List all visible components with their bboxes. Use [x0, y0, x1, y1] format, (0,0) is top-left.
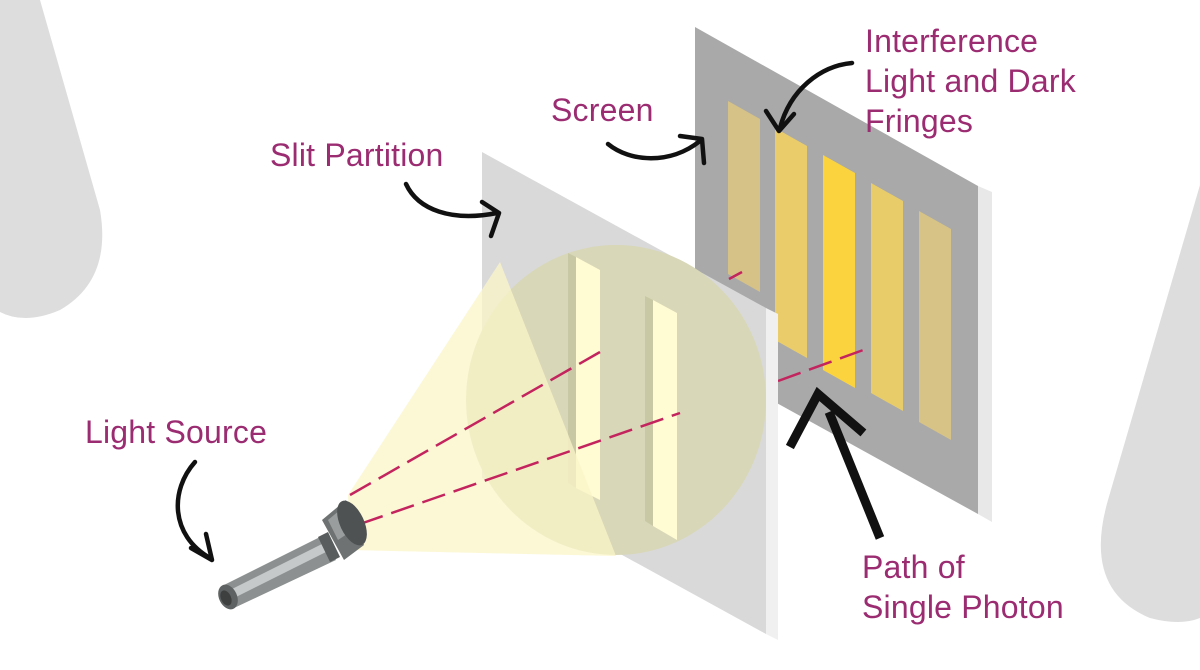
light-beam: [348, 262, 616, 556]
slit-2: [653, 300, 677, 540]
slit-partition: [466, 152, 778, 640]
slit-1-depth: [568, 253, 576, 488]
slit-1: [576, 257, 600, 500]
interference-line-2: Light and Dark: [865, 63, 1076, 99]
interference-line-1: Interference: [865, 23, 1039, 59]
fringe-5: [919, 211, 951, 440]
slit-partition-edge: [766, 308, 778, 640]
fringe-1: [728, 101, 760, 292]
screen-label: Screen: [551, 90, 654, 130]
arrows: [175, 60, 855, 563]
fringe-3: [823, 155, 855, 388]
interference-line-3: Fringes: [865, 103, 974, 139]
photon-path-line-2: Single Photon: [862, 589, 1064, 625]
photon-path-slits: [349, 350, 681, 526]
slit-partition-arrow: [403, 181, 502, 239]
screen-edge: [978, 186, 992, 522]
slit-2-depth: [645, 296, 653, 526]
photon-path-line-1: Path of: [862, 549, 965, 585]
slit-partition-text: Slit Partition: [270, 137, 444, 173]
fringe-2: [775, 128, 807, 358]
photon-path-arrow: [785, 386, 885, 540]
light-source-arrow: [175, 459, 215, 563]
screen-text: Screen: [551, 92, 654, 128]
light-source-label: Light Source: [85, 412, 267, 452]
slit-partition-label: Slit Partition: [270, 135, 444, 175]
background-shape-right: [1100, 185, 1200, 622]
screen-arrow: [605, 133, 707, 166]
photon-path-label: Path of Single Photon: [862, 547, 1064, 627]
background-shape-left: [0, 0, 103, 319]
photon-path-screen: [728, 270, 867, 383]
interference-arrow: [763, 60, 855, 134]
interference-label: Interference Light and Dark Fringes: [865, 21, 1076, 141]
fringe-4: [871, 183, 903, 411]
light-source-text: Light Source: [85, 414, 268, 450]
flashlight-icon: [218, 500, 367, 610]
